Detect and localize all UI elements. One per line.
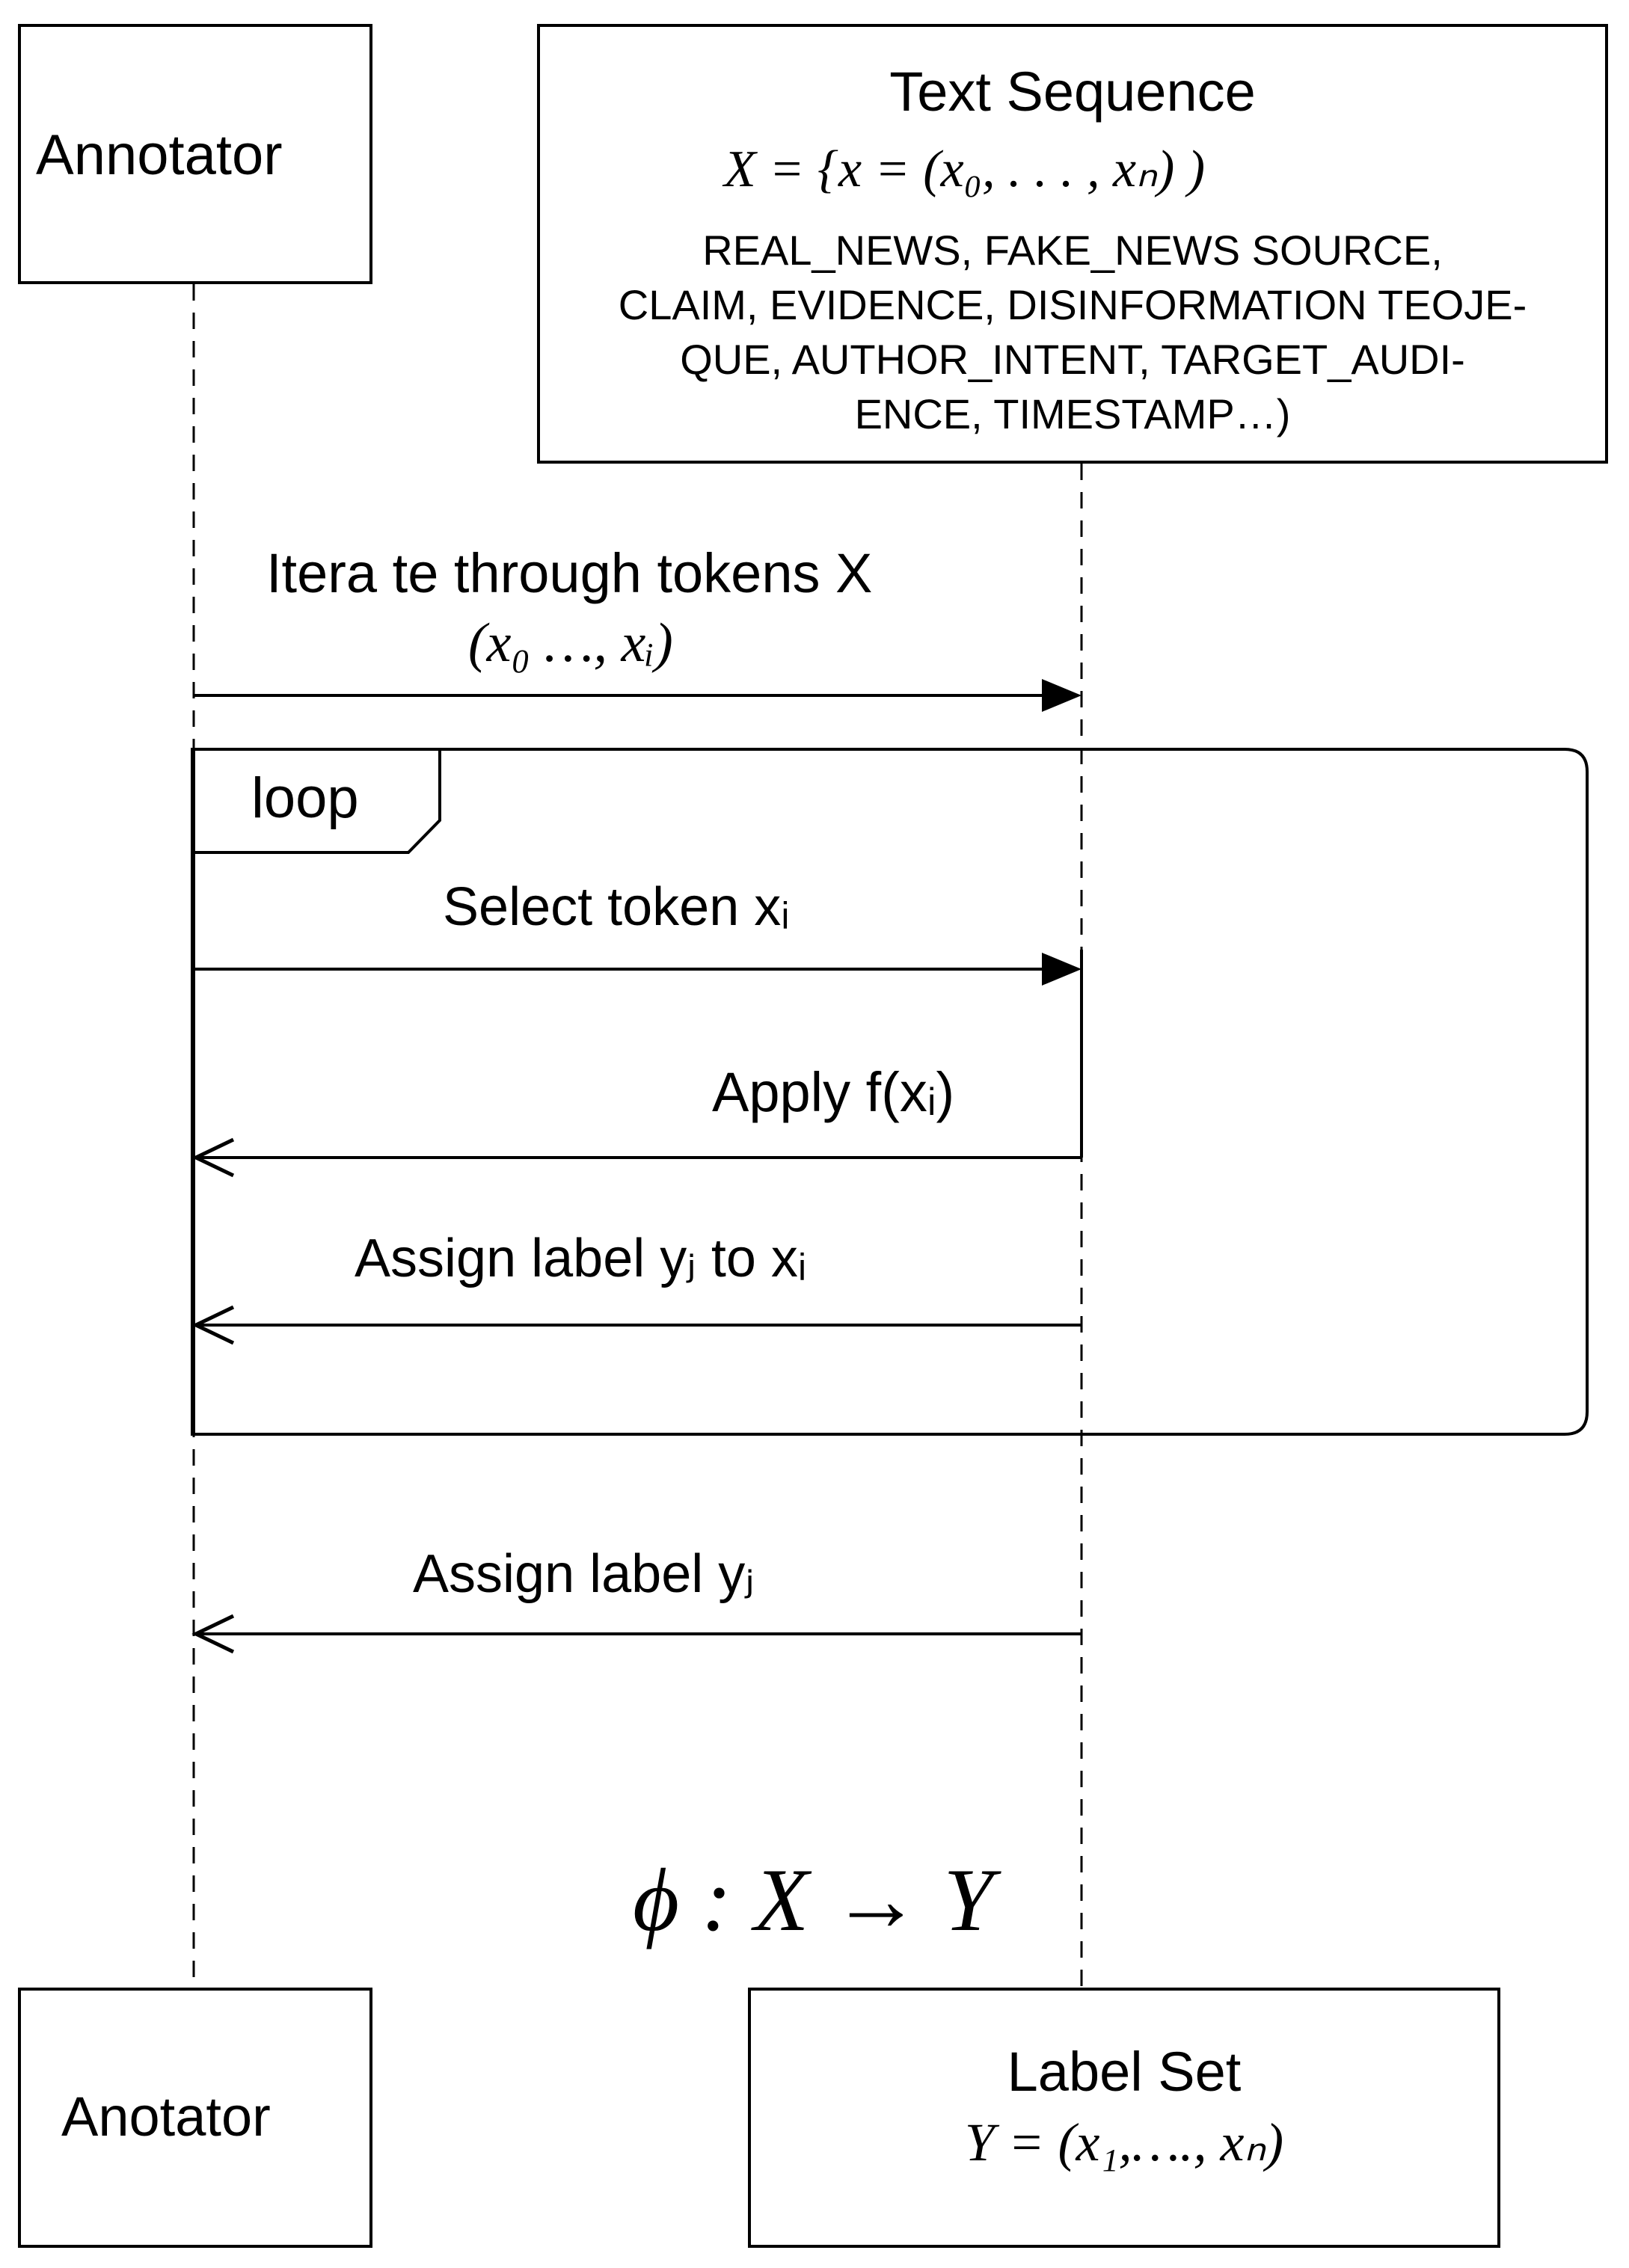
label-set-box: Label Set Y = (x₁,…., xₙ) (748, 1988, 1500, 2248)
iterate-label-line2: (x₀ …, xᵢ) (468, 612, 673, 674)
label-set-formula: Y = (x₁,…., xₙ) (964, 2112, 1284, 2172)
text-sequence-formula: X = {x = (x₀, . . . , xₙ) ) (724, 141, 1206, 198)
assign-outer-label: Assign label yⱼ (413, 1544, 755, 1604)
apply-label: Apply f(xᵢ) (712, 1061, 955, 1123)
loop-frame (191, 748, 1589, 1436)
assign-inner-arrow (191, 1305, 1082, 1345)
assign-inner-label: Assign label yⱼ to xᵢ (355, 1229, 807, 1288)
entity-types-line-4: ENCE, TIMESTAMP…) (854, 390, 1291, 437)
loop-label: loop (251, 766, 359, 830)
entity-types-line-2: CLAIM, EVIDENCE, DISINFORMATION TEOJE- (618, 281, 1527, 328)
label-set-title: Label Set (1007, 2041, 1242, 2103)
annotator-bottom-label: Anotator (61, 2086, 271, 2148)
annotator-top-box: Annotator (18, 24, 372, 284)
entity-types-list: REAL_NEWS, FAKE_NEWS SOURCE, CLAIM, EVID… (540, 223, 1605, 441)
annotator-bottom-box: Anotator (18, 1988, 372, 2248)
text-sequence-title: Text Sequence (889, 61, 1256, 123)
mapping-formula: ϕ : X → Y (633, 1850, 994, 1949)
apply-arrow (191, 1137, 1082, 1178)
select-token-label: Select token xᵢ (443, 877, 790, 937)
entity-types-line-3: QUE, AUTHOR_INTENT, TARGET_AUDI- (680, 336, 1465, 383)
annotator-top-label: Annotator (36, 123, 283, 187)
iterate-label-line1: Itera te through tokens X (266, 542, 873, 604)
text-sequence-box: Text Sequence X = {x = (x₀, . . . , xₙ) … (537, 24, 1608, 464)
assign-outer-arrow (191, 1614, 1082, 1654)
select-token-arrow (194, 953, 1082, 986)
loop-tab (192, 748, 441, 854)
entity-types-line-1: REAL_NEWS, FAKE_NEWS SOURCE, (702, 227, 1443, 274)
iterate-arrow (194, 679, 1082, 712)
